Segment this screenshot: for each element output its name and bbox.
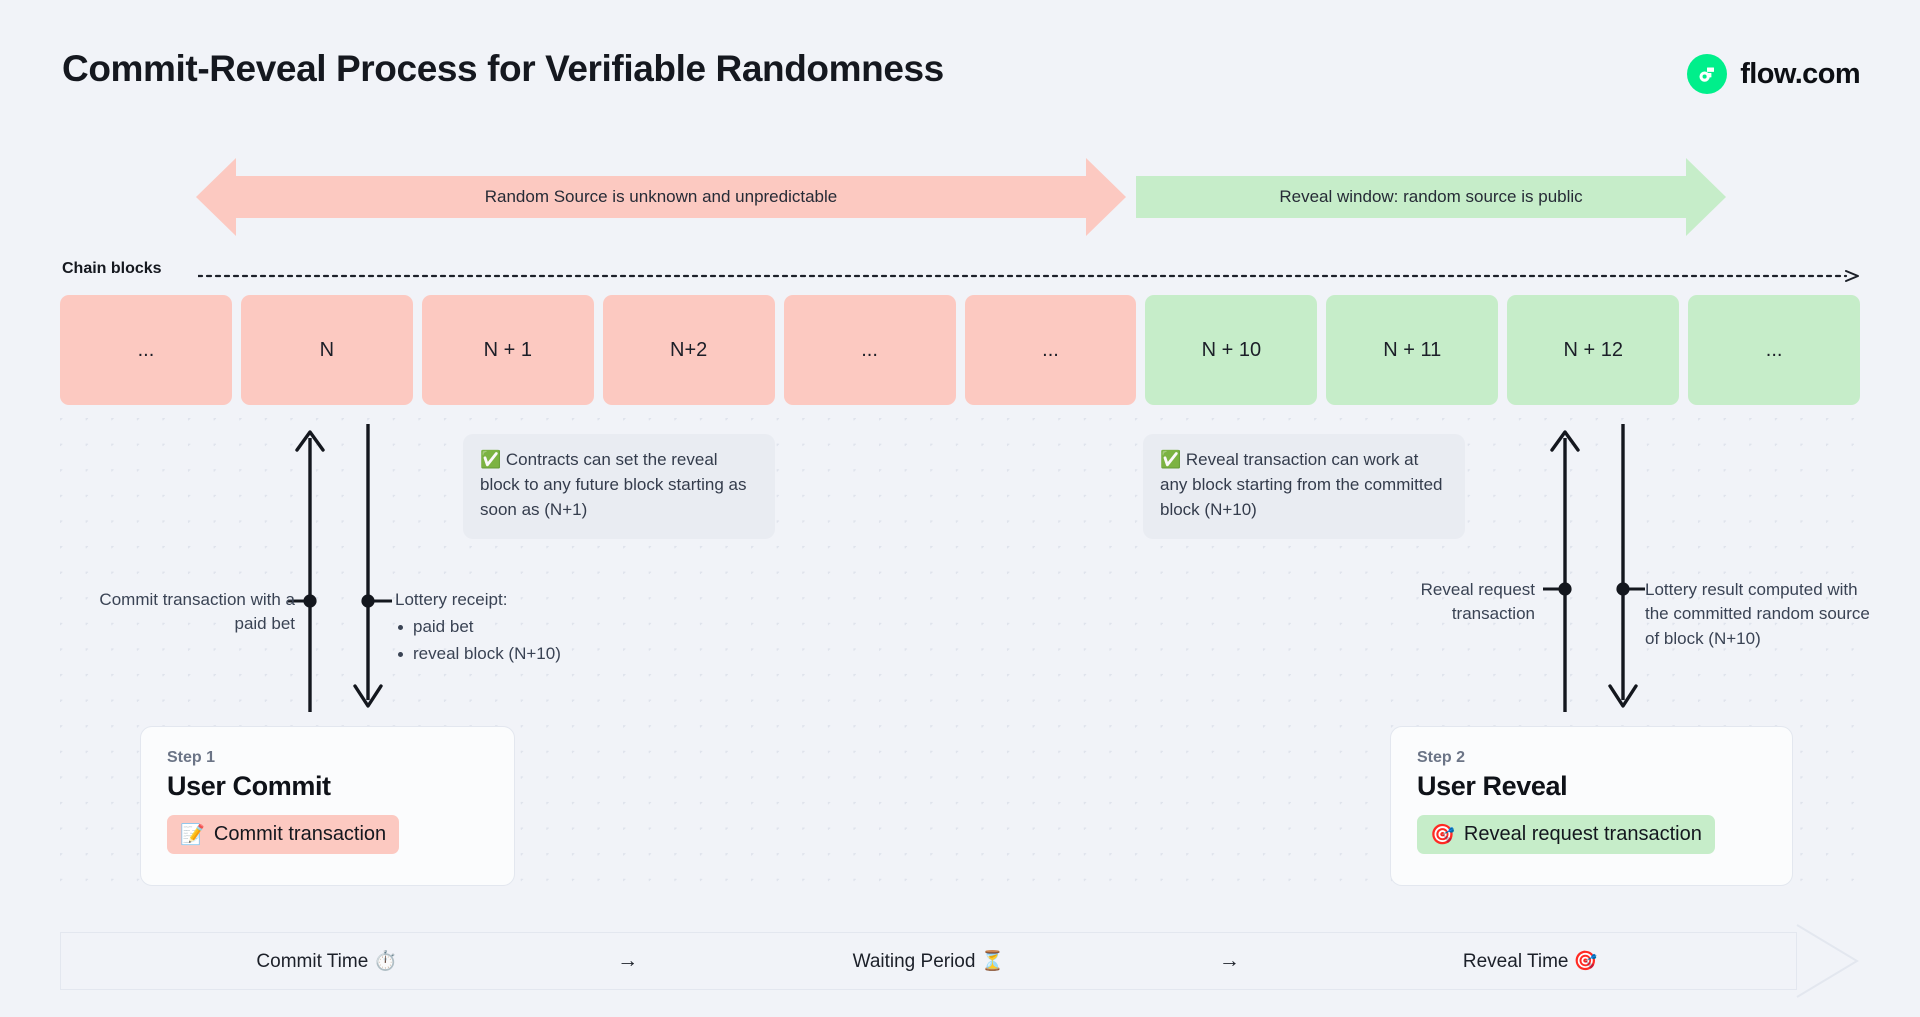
chip-label: Commit transaction (213, 823, 387, 845)
chain-blocks-row: ... N N + 1 N+2 ... ... N + 10 N + 11 N … (60, 295, 1861, 405)
chain-block[interactable]: ... (964, 295, 1137, 405)
direct-hit-emoji: 🎯 (1430, 824, 1455, 846)
list-item: reveal block (N+10) (395, 642, 685, 666)
memo-emoji: 📝 (180, 824, 205, 846)
timeline-segment-commit-time: Commit Time ⏱️ (61, 949, 593, 973)
arrow-right-icon: → (1218, 949, 1240, 972)
bottom-timeline: Commit Time ⏱️ → Waiting Period ⏳ → Reve… (60, 924, 1860, 998)
chain-block[interactable]: N + 12 (1507, 295, 1680, 405)
annotation-lottery-receipt: Lottery receipt: paid bet reveal block (… (395, 588, 685, 666)
timeline-segment-label: Commit Time (256, 951, 369, 972)
step-eyebrow: Step 1 (167, 749, 216, 766)
chain-blocks-label: Chain blocks (62, 260, 162, 277)
chain-axis-dotted-arrow (196, 269, 1860, 282)
callout-text: Reveal transaction can work at any block… (1160, 450, 1443, 519)
hourglass-emoji: ⏳ (980, 951, 1005, 972)
lottery-receipt-list: paid bet reveal block (N+10) (395, 615, 685, 666)
annotation-commit-transaction: Commit transaction with a paid bet (99, 590, 295, 634)
list-item: paid bet (395, 615, 685, 639)
lottery-receipt-title: Lottery receipt: (395, 590, 508, 609)
step-heading: User Reveal (1417, 771, 1568, 801)
chain-block[interactable]: N+2 (602, 295, 775, 405)
chain-block[interactable]: N + 11 (1326, 295, 1499, 405)
annotation-lottery-result: Lottery result computed with the committ… (1645, 580, 1870, 648)
page-header: Commit-Reveal Process for Verifiable Ran… (0, 0, 1920, 130)
reveal-connector-lines (1537, 424, 1657, 716)
page-title: Commit-Reveal Process for Verifiable Ran… (62, 48, 944, 89)
step-card-user-commit[interactable]: Step 1 User Commit 📝 Commit transaction (140, 726, 515, 886)
stopwatch-emoji: ⏱️ (373, 951, 398, 972)
timeline-segment-label: Waiting Period (852, 951, 976, 972)
step-heading: User Commit (167, 771, 331, 801)
chain-block[interactable]: ... (783, 295, 956, 405)
chain-block[interactable]: N + 1 (421, 295, 594, 405)
white-check-mark-emoji: ✅ (480, 450, 502, 469)
timeline-segment-waiting-period: Waiting Period ⏳ (663, 949, 1195, 973)
chain-block[interactable]: N (240, 295, 413, 405)
callout-text: Contracts can set the reveal block to an… (480, 450, 747, 519)
brand-logo: flow.com (1687, 54, 1861, 94)
commit-connector-lines (282, 424, 402, 716)
timeline-segment-label: Reveal Time (1462, 951, 1569, 972)
phase-arrow-band: Random Source is unknown and unpredictab… (196, 158, 1726, 236)
chip-label: Reveal request transaction (1463, 823, 1702, 845)
annotation-reveal-request-transaction: Reveal request transaction (1420, 580, 1535, 624)
phase-label-reveal: Reveal window: random source is public (1279, 187, 1583, 206)
phase-arrow-unknown: Random Source is unknown and unpredictab… (196, 158, 1126, 236)
callout-reveal-transaction-window: ✅ Reveal transaction can work at any blo… (1143, 434, 1465, 539)
white-check-mark-emoji: ✅ (1160, 450, 1182, 469)
timeline-segment-reveal-time: Reveal Time 🎯 (1264, 949, 1796, 973)
arrow-right-icon: → (617, 949, 639, 972)
phase-label-unknown: Random Source is unknown and unpredictab… (484, 187, 838, 206)
callout-contracts-reveal-block: ✅ Contracts can set the reveal block to … (463, 434, 775, 539)
direct-hit-emoji: 🎯 (1573, 951, 1598, 972)
chain-block[interactable]: ... (1688, 295, 1861, 405)
reveal-request-transaction-chip[interactable]: 🎯 Reveal request transaction (1417, 815, 1715, 854)
phase-arrow-reveal: Reveal window: random source is public (1136, 158, 1726, 236)
step-card-user-reveal[interactable]: Step 2 User Reveal 🎯 Reveal request tran… (1390, 726, 1793, 886)
timeline-arrowhead-icon (1795, 923, 1861, 999)
brand-name: flow.com (1740, 57, 1860, 90)
flow-logo-icon (1687, 54, 1728, 94)
chain-block[interactable]: ... (60, 295, 232, 405)
commit-transaction-chip[interactable]: 📝 Commit transaction (167, 815, 400, 854)
chain-block[interactable]: N + 10 (1145, 295, 1318, 405)
step-eyebrow: Step 2 (1417, 749, 1466, 766)
timeline-bar: Commit Time ⏱️ → Waiting Period ⏳ → Reve… (60, 932, 1797, 990)
